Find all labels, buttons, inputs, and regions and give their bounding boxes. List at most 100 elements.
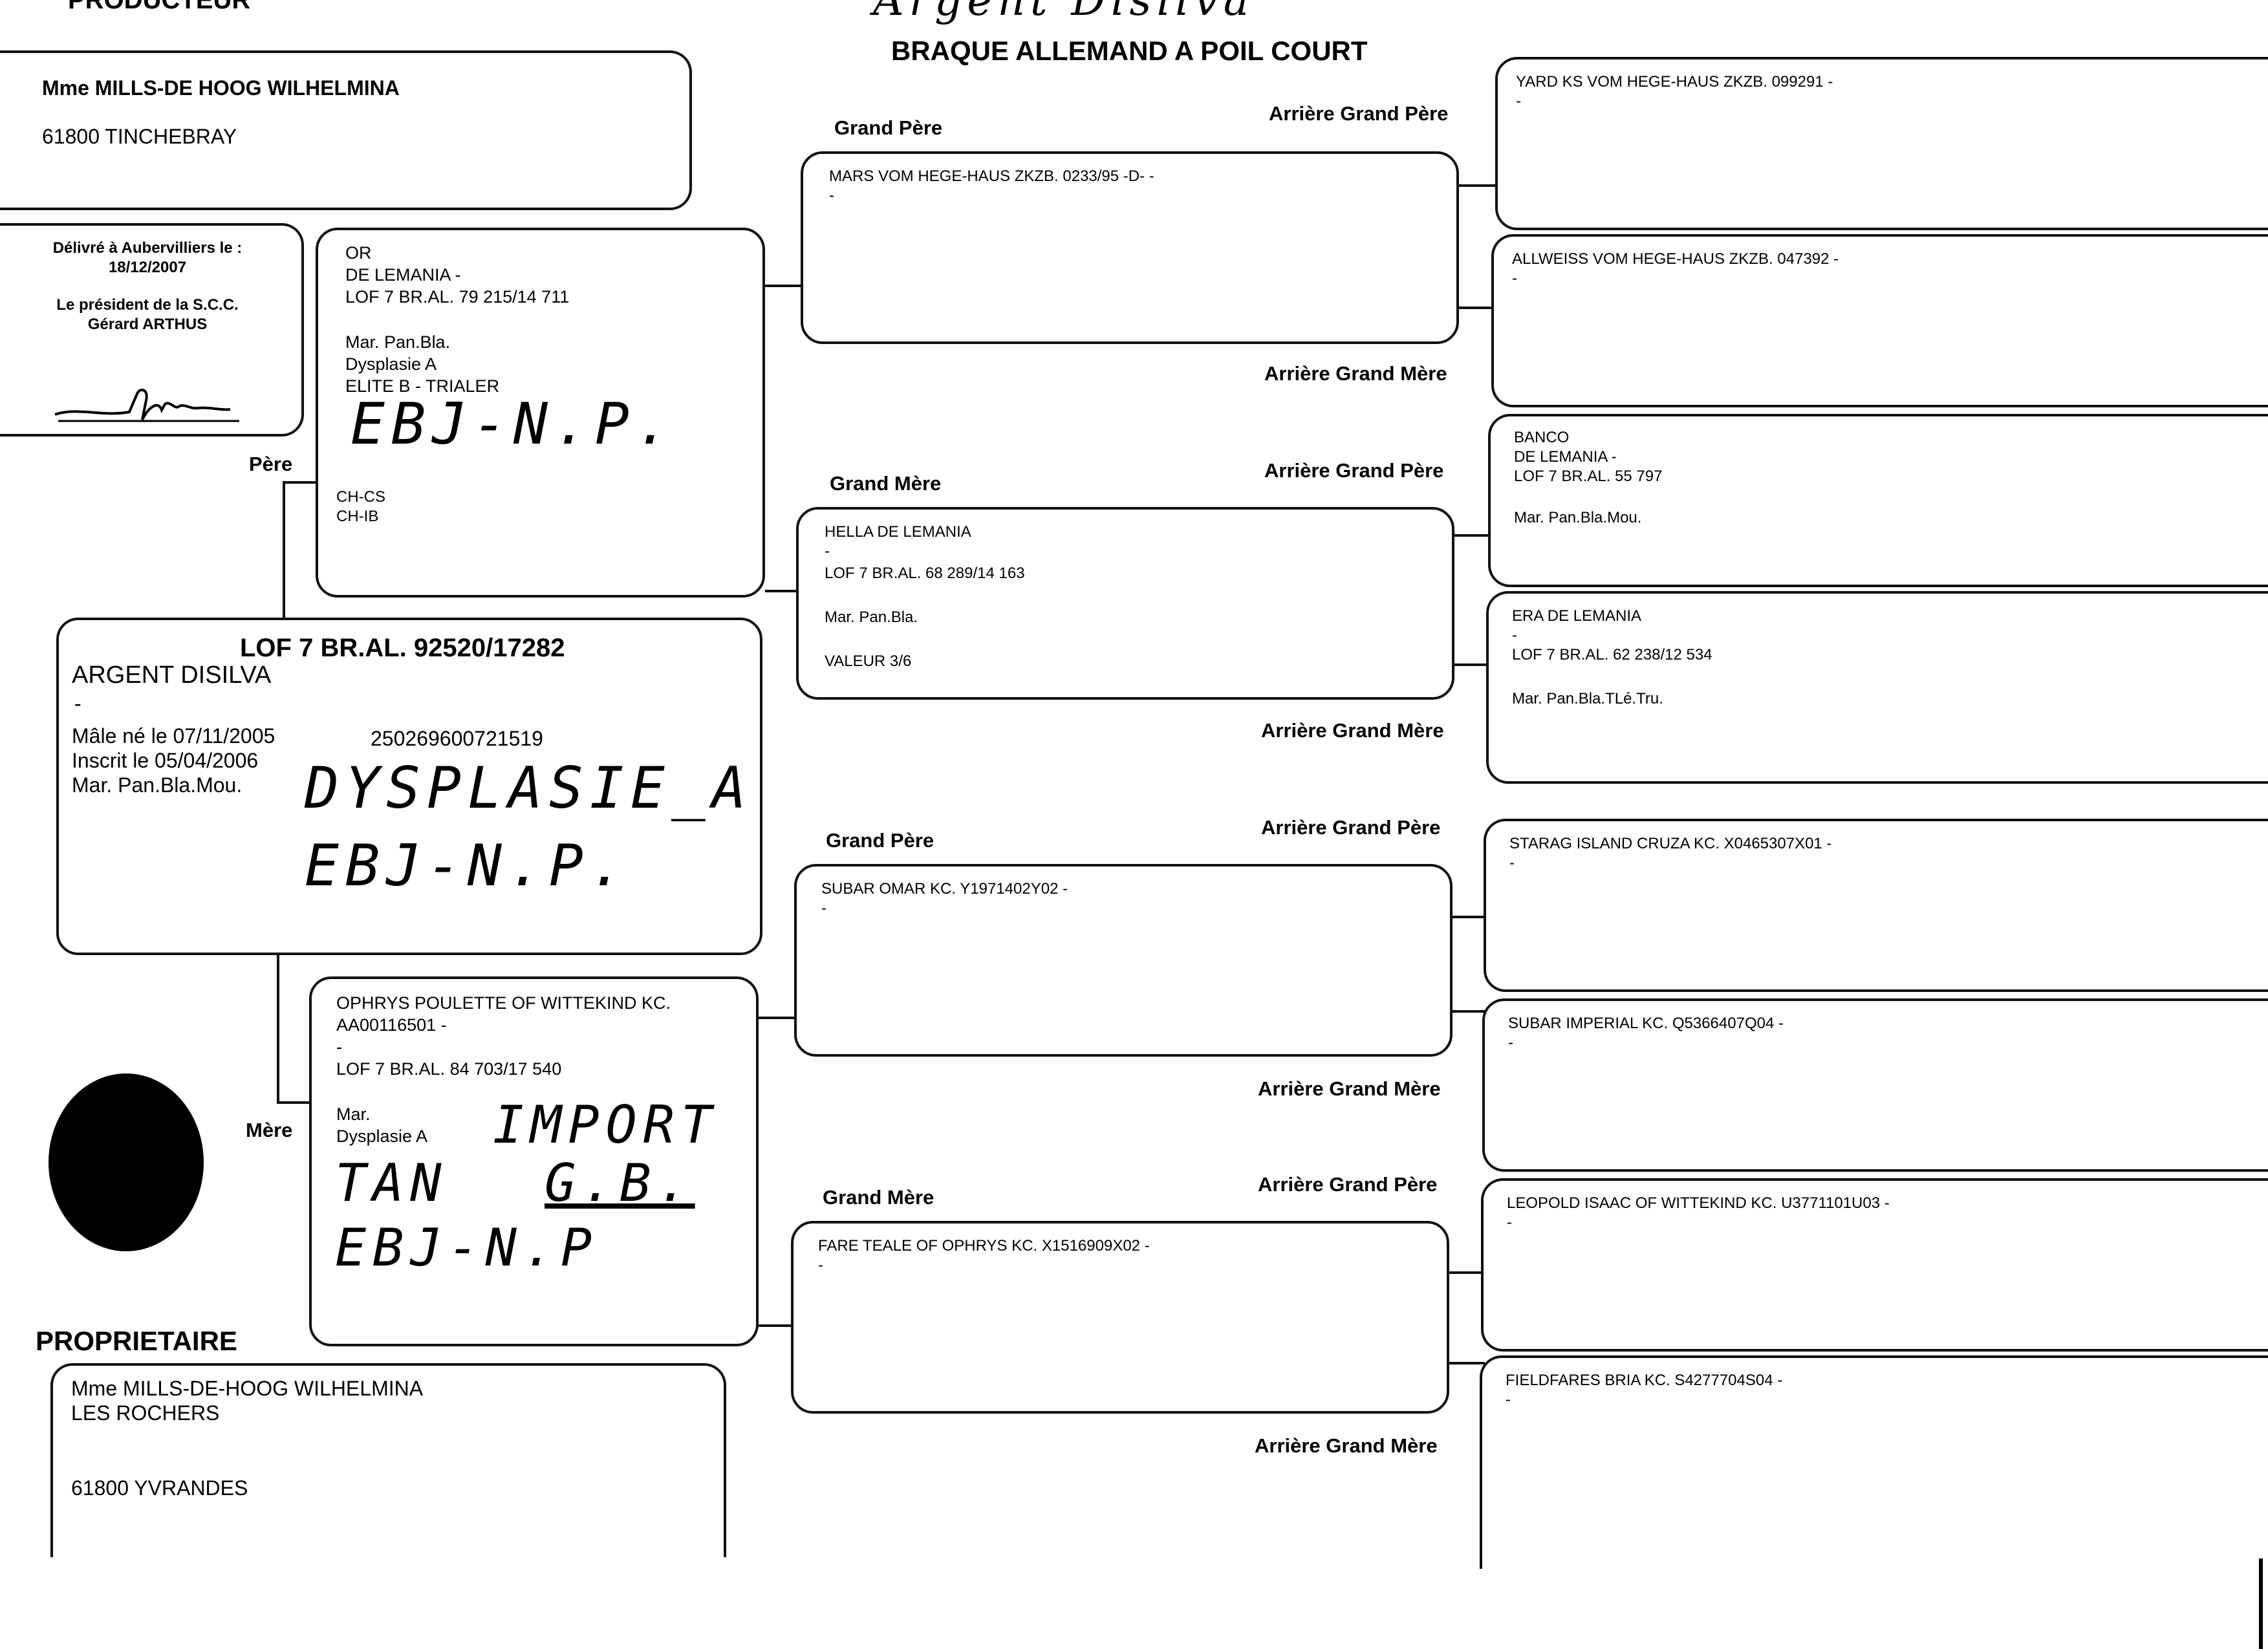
- grandmother-paternal-box: HELLA DE LEMANIA - LOF 7 BR.AL. 68 289/1…: [796, 507, 1454, 700]
- mother-handwritten-ebj: EBJ-N.P: [335, 1218, 599, 1278]
- label-agp-1: Arrière Grand Père: [1269, 102, 1449, 125]
- great-grandparent-3-box: BANCO DE LEMANIA - LOF 7 BR.AL. 55 797 M…: [1488, 414, 2268, 587]
- g2-name: ALLWEISS VOM HEGE-HAUS ZKZB. 047392 -: [1512, 250, 1839, 268]
- g3-name: BANCO: [1514, 429, 1570, 446]
- great-grandparent-5-box: STARAG ISLAND CRUZA KC. X0465307X01 - -: [1484, 819, 2268, 992]
- g1-name: YARD KS VOM HEGE-HAUS ZKZB. 099291 -: [1516, 73, 1833, 91]
- g6-name: SUBAR IMPERIAL KC. Q5366407Q04 -: [1508, 1015, 1784, 1032]
- g4-registration: LOF 7 BR.AL. 62 238/12 534: [1512, 646, 1712, 663]
- great-grandparent-7-box: LEOPOLD ISAAC OF WITTEKIND KC. U3771101U…: [1481, 1178, 2268, 1352]
- gm-paternal-dash: -: [825, 543, 830, 560]
- gp-paternal-dash: -: [829, 187, 834, 204]
- connector-g7: [1449, 1271, 1485, 1274]
- mother-registration: LOF 7 BR.AL. 84 703/17 540: [336, 1059, 562, 1079]
- g1-dash: -: [1516, 92, 1521, 110]
- mother-dash: -: [336, 1037, 342, 1057]
- mother-handwritten-gb: G.B.: [545, 1153, 695, 1213]
- father-handwritten-note: EBJ-N.P.: [351, 391, 676, 457]
- signature: [54, 389, 239, 422]
- producer-box: Mme MILLS-DE HOOG WILHELMINA 61800 TINCH…: [0, 50, 692, 210]
- grandfather-maternal-box: SUBAR OMAR KC. Y1971402Y02 - -: [794, 864, 1453, 1057]
- mother-dysplasia: Dysplasie A: [336, 1126, 428, 1146]
- connector-g2: [1459, 307, 1495, 309]
- mother-handwritten-tan: TAN: [335, 1153, 448, 1213]
- g8-dash: -: [1506, 1391, 1511, 1408]
- gm-maternal-name: FARE TEALE OF OPHRYS KC. X1516909X02 -: [818, 1237, 1150, 1255]
- father-box: OR DE LEMANIA - LOF 7 BR.AL. 79 215/14 7…: [316, 228, 765, 598]
- g4-dash: -: [1512, 627, 1517, 644]
- g4-color: Mar. Pan.Bla.TLé.Tru.: [1512, 690, 1663, 707]
- delivery-president: Le président de la S.C.C.: [56, 296, 239, 314]
- mother-name: OPHRYS POULETTE OF WITTEKIND KC.: [336, 993, 671, 1013]
- connector-g6: [1453, 1010, 1488, 1013]
- connector-g4: [1454, 663, 1491, 666]
- delivery-place: Délivré à Aubervilliers le :: [52, 239, 243, 257]
- producer-heading: PRODUCTEUR: [68, 0, 251, 14]
- owner-name: Mme MILLS-DE-HOOG WILHELMINA: [71, 1377, 424, 1400]
- g6-dash: -: [1508, 1034, 1513, 1051]
- owner-address: LES ROCHERS: [71, 1401, 220, 1425]
- delivery-date: 18/12/2007: [108, 259, 187, 276]
- dog-color: Mar. Pan.Bla.Mou.: [72, 773, 243, 797]
- connector-mother-h: [277, 1101, 310, 1104]
- label-grand-pere-maternal: Grand Père: [826, 829, 934, 852]
- connector-gm2: [759, 1324, 794, 1327]
- father-champion-cs: CH-CS: [336, 488, 385, 506]
- handwritten-title: Argent Disilva: [873, 0, 1255, 25]
- label-grand-mere-maternal: Grand Mère: [823, 1186, 934, 1209]
- mother-box: OPHRYS POULETTE OF WITTEKIND KC. AA00116…: [309, 976, 759, 1346]
- label-agp-3: Arrière Grand Père: [1261, 816, 1441, 839]
- g2-dash: -: [1512, 270, 1517, 287]
- gp-maternal-dash: -: [821, 900, 826, 917]
- label-grand-mere-paternal: Grand Mère: [830, 472, 942, 495]
- connector-gm1: [765, 590, 801, 592]
- g7-name: LEOPOLD ISAAC OF WITTEKIND KC. U3771101U…: [1507, 1194, 1890, 1212]
- connector-gp1: [765, 285, 801, 287]
- connector-father-v: [283, 481, 285, 618]
- great-grandparent-2-box: ALLWEISS VOM HEGE-HAUS ZKZB. 047392 - -: [1491, 234, 2268, 407]
- label-agm-1: Arrière Grand Mère: [1264, 362, 1447, 385]
- owner-city: 61800 YVRANDES: [71, 1476, 248, 1500]
- great-grandparent-6-box: SUBAR IMPERIAL KC. Q5366407Q04 - -: [1482, 998, 2268, 1172]
- gm-paternal-valeur: VALEUR 3/6: [825, 652, 912, 670]
- mother-affix: AA00116501 -: [336, 1015, 447, 1035]
- g3-affix: DE LEMANIA -: [1514, 448, 1617, 466]
- g5-name: STARAG ISLAND CRUZA KC. X0465307X01 -: [1509, 835, 1832, 852]
- label-agp-2: Arrière Grand Père: [1264, 459, 1444, 482]
- connector-g3: [1454, 534, 1491, 537]
- dog-dash: -: [74, 692, 81, 715]
- connector-g8: [1449, 1362, 1485, 1364]
- father-champion-ib: CH-IB: [336, 508, 379, 525]
- father-title: ELITE B - TRIALER: [345, 376, 500, 396]
- g3-color: Mar. Pan.Bla.Mou.: [1514, 509, 1642, 526]
- gp-paternal-name: MARS VOM HEGE-HAUS ZKZB. 0233/95 -D- -: [829, 167, 1154, 185]
- father-dysplasia: Dysplasie A: [345, 354, 437, 374]
- mother-color: Mar.: [336, 1105, 371, 1124]
- dog-chip: 250269600721519: [371, 727, 543, 750]
- dog-name: ARGENT DISILVA: [72, 662, 272, 689]
- great-grandparent-8-box: FIELDFARES BRIA KC. S4277704S04 - -: [1480, 1355, 2268, 1569]
- breed-title: BRAQUE ALLEMAND A POIL COURT: [891, 36, 1368, 66]
- scan-edge-mark: [2259, 1558, 2263, 1649]
- gm-maternal-dash: -: [818, 1256, 823, 1274]
- owner-heading: PROPRIETAIRE: [36, 1326, 237, 1356]
- great-grandparent-1-box: YARD KS VOM HEGE-HAUS ZKZB. 099291 - -: [1495, 57, 2268, 230]
- father-name: OR: [345, 243, 372, 263]
- great-grandparent-4-box: ERA DE LEMANIA - LOF 7 BR.AL. 62 238/12 …: [1486, 591, 2268, 784]
- g4-name: ERA DE LEMANIA: [1512, 607, 1642, 625]
- label-agp-4: Arrière Grand Père: [1258, 1173, 1438, 1196]
- father-color: Mar. Pan.Bla.: [345, 332, 451, 352]
- dog-inscribed: Inscrit le 05/04/2006: [72, 749, 259, 772]
- label-agm-2: Arrière Grand Mère: [1261, 719, 1444, 742]
- g7-dash: -: [1507, 1214, 1512, 1231]
- black-dot-mark: [49, 1073, 204, 1251]
- grandmother-maternal-box: FARE TEALE OF OPHRYS KC. X1516909X02 - -: [791, 1221, 1449, 1414]
- g8-name: FIELDFARES BRIA KC. S4277704S04 -: [1506, 1372, 1783, 1389]
- label-agm-3: Arrière Grand Mère: [1258, 1077, 1441, 1100]
- gm-paternal-color: Mar. Pan.Bla.: [825, 609, 918, 626]
- producer-name: Mme MILLS-DE HOOG WILHELMINA: [42, 76, 400, 100]
- dog-box: LOF 7 BR.AL. 92520/17282 ARGENT DISILVA …: [56, 618, 762, 955]
- owner-box: Mme MILLS-DE-HOOG WILHELMINA LES ROCHERS…: [50, 1363, 726, 1557]
- label-mere: Mère: [246, 1119, 293, 1141]
- connector-gp2: [759, 1017, 794, 1019]
